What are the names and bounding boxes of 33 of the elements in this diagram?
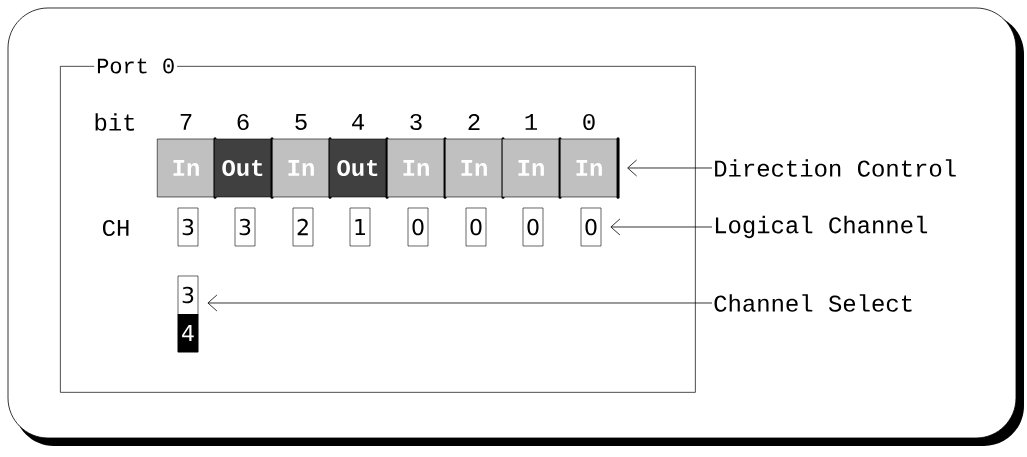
bit-number: 3 (410, 113, 422, 131)
direction-cell: In (444, 137, 505, 199)
arrow (207, 294, 713, 312)
channel-select-stack: 3 4 (177, 275, 199, 353)
direction-cell: In (386, 137, 447, 199)
channel-box: 3 (234, 207, 256, 247)
channel-box: 1 (349, 207, 371, 247)
bit-number: 7 (180, 114, 192, 130)
bit-number: 4 (352, 114, 364, 130)
direction-cell: In (559, 137, 620, 199)
callout-text: Logical Channel (715, 215, 928, 239)
channel-box: 0 (465, 207, 487, 247)
channel-box: 3 (177, 207, 199, 247)
bit-number: 5 (295, 114, 307, 130)
callout-text: Direction Control (715, 159, 956, 177)
direction-cell: In (501, 137, 562, 199)
direction-cell: In (271, 137, 332, 199)
arrow (627, 159, 713, 177)
bit-number: 2 (468, 114, 480, 130)
row-label: CH (102, 219, 129, 237)
direction-cell: Out (213, 137, 274, 199)
row-label: bit (95, 113, 135, 131)
arrow (610, 218, 713, 236)
callout-text: Channel Select (714, 294, 912, 312)
bit-number: 6 (237, 113, 249, 131)
direction-cell: Out (328, 137, 389, 199)
channel-box: 0 (407, 207, 429, 247)
channel-box: 0 (522, 207, 544, 247)
direction-cell: In (156, 137, 217, 199)
bit-number: 1 (525, 114, 537, 130)
channel-box: 0 (580, 207, 602, 247)
channel-box: 2 (292, 207, 314, 247)
bit-number: 0 (583, 113, 595, 131)
